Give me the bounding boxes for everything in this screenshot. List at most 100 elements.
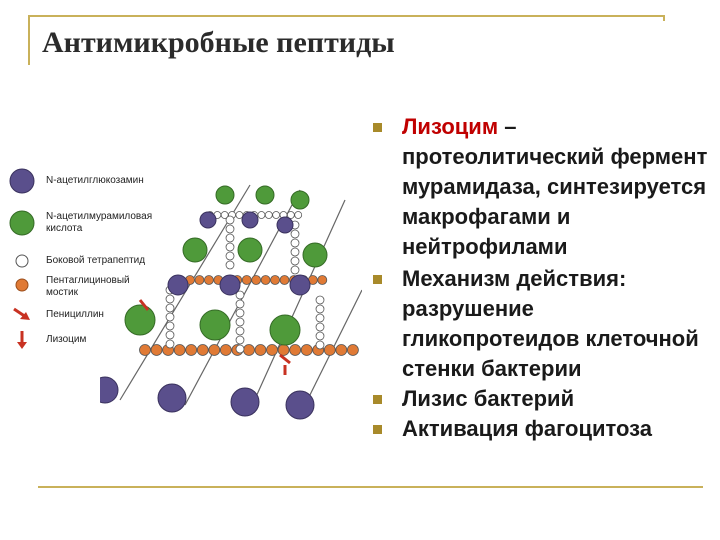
tetrapeptide-bead <box>225 260 235 270</box>
nam-sugar <box>215 185 235 205</box>
nam-sugar <box>269 314 301 346</box>
bullet-text: Активация фагоцитоза <box>402 416 653 441</box>
right-rule <box>663 15 665 21</box>
nam-sugar <box>124 304 156 336</box>
bullet-item-phagocytosis: Активация фагоцитоза <box>370 414 715 444</box>
bridge-bead <box>139 344 151 356</box>
nag-sugar <box>199 211 217 229</box>
legend-label: Лизоцим <box>46 334 87 345</box>
nam-sugar <box>290 190 310 210</box>
nam-sugar <box>182 237 208 263</box>
tetrapeptide-bead <box>290 247 300 257</box>
green-circle-icon <box>9 210 35 236</box>
nam-sugar <box>237 237 263 263</box>
orange-circle-icon <box>15 278 29 292</box>
tetrapeptide-bead <box>315 340 325 350</box>
white-circle-icon <box>15 254 29 268</box>
nag-sugar <box>230 387 260 417</box>
tetrapeptide-bead <box>165 330 175 340</box>
bridge-bead <box>264 211 273 219</box>
bridge-bead <box>277 344 290 356</box>
bridge-bead <box>185 344 198 356</box>
bottom-rule <box>38 486 703 488</box>
legend-label: Пенициллин <box>46 309 104 320</box>
bridge-bead <box>346 344 359 356</box>
bridge-bead <box>251 275 262 285</box>
purple-circle-icon <box>9 168 35 194</box>
tetrapeptide-bead <box>315 331 325 341</box>
tetrapeptide-bead <box>225 242 235 252</box>
bullet-text: Механизм действия: разрушение гликопроте… <box>402 266 699 381</box>
bridge-bead <box>317 275 328 285</box>
tetrapeptide-bead <box>315 295 325 305</box>
tetrapeptide-bead <box>290 256 300 266</box>
tetrapeptide-bead <box>315 322 325 332</box>
red-arrow-diagonal-icon <box>13 307 30 320</box>
legend-label: Пентаглициновый мостик <box>46 275 130 298</box>
nag-sugar <box>167 274 189 296</box>
tetrapeptide-bead <box>235 290 245 300</box>
tetrapeptide-bead <box>315 313 325 323</box>
nam-sugar <box>302 242 328 268</box>
penicillin-arrow <box>279 353 291 365</box>
bridge-bead <box>323 344 336 356</box>
tetrapeptide-bead <box>235 317 245 327</box>
top-rule <box>28 15 665 17</box>
left-rule <box>28 15 30 65</box>
nag-sugar <box>100 376 119 404</box>
bullet-item-mechanism: Механизм действия: разрушение гликопроте… <box>370 264 715 384</box>
bullet-marker <box>373 395 382 404</box>
bullet-text: Лизис бактерий <box>402 386 575 411</box>
tetrapeptide-bead <box>225 251 235 261</box>
peptidoglycan-diagram <box>100 184 362 420</box>
tetrapeptide-bead <box>235 344 245 354</box>
bullet-item-lysozyme: Лизоцим – протеолитический фермент мурам… <box>370 112 715 262</box>
bullet-marker <box>373 275 382 284</box>
nag-sugar <box>285 390 315 420</box>
bullet-list: Лизоцим – протеолитический фермент мурам… <box>370 112 715 444</box>
tetrapeptide-bead <box>290 265 300 275</box>
bridge-bead <box>266 344 278 356</box>
bridge-bead <box>150 344 163 356</box>
tetrapeptide-bead <box>165 339 175 349</box>
tetrapeptide-bead <box>235 326 245 336</box>
bridge-bead <box>279 275 290 285</box>
bridge-bead <box>235 211 244 219</box>
slide-title: Антимикробные пептиды <box>42 26 395 59</box>
nag-sugar <box>219 274 241 296</box>
bridge-bead <box>241 275 252 285</box>
tetrapeptide-bead <box>225 215 235 225</box>
nag-sugar <box>289 274 311 296</box>
bullet-highlight: Лизоцим <box>402 114 499 139</box>
bridge-bead <box>270 275 280 285</box>
tetrapeptide-bead <box>235 308 245 318</box>
tetrapeptide-bead <box>235 335 245 345</box>
bridge-bead <box>294 211 303 219</box>
tetrapeptide-bead <box>225 233 235 243</box>
tetrapeptide-bead <box>165 312 175 322</box>
bullet-marker <box>373 425 382 434</box>
bridge-bead <box>272 211 281 219</box>
legend-label: N-ацетилглюкозамин <box>46 175 144 186</box>
bullet-text: – протеолитический фермент мурамидаза, с… <box>402 114 708 259</box>
bridge-bead <box>257 211 266 219</box>
tetrapeptide-bead <box>165 321 175 331</box>
bridge-bead <box>335 344 348 356</box>
bridge-bead <box>219 344 232 356</box>
penicillin-arrow <box>138 299 150 311</box>
bridge-bead <box>254 344 267 356</box>
bullet-marker <box>373 123 382 132</box>
nag-sugar <box>157 383 187 413</box>
bridge-bead <box>243 344 255 356</box>
nam-sugar <box>199 309 231 341</box>
bridge-bead <box>300 344 313 356</box>
bridge-bead <box>204 275 214 285</box>
nam-sugar <box>255 185 275 205</box>
bridge-bead <box>260 275 271 285</box>
nag-sugar <box>276 216 294 234</box>
tetrapeptide-bead <box>165 303 175 313</box>
tetrapeptide-bead <box>315 304 325 314</box>
bridge-bead <box>289 344 302 356</box>
glycan-strand <box>249 199 346 411</box>
tetrapeptide-bead <box>290 229 300 239</box>
